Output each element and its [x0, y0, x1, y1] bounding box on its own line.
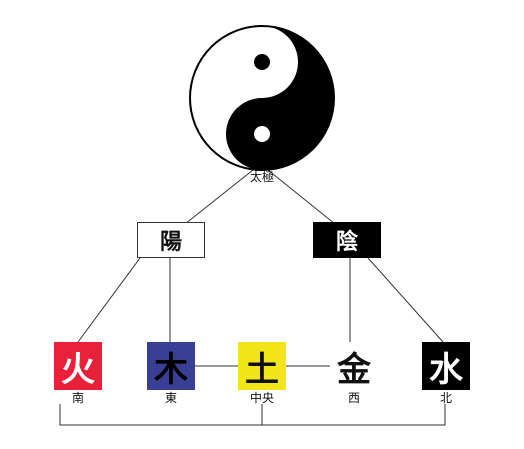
line-taiji-yang [184, 169, 254, 225]
yang-box: 陽 [137, 222, 205, 258]
element-fire: 火 [54, 342, 102, 390]
line-yang-fire [77, 257, 141, 343]
yin-yang-icon [189, 25, 335, 171]
direction-earth: 中央 [249, 391, 274, 405]
direction-metal: 西 [347, 391, 360, 405]
taiji-label: 太極 [249, 170, 274, 184]
direction-water: 北 [439, 391, 452, 405]
connector-lines [59, 169, 446, 426]
direction-wood: 東 [164, 391, 177, 405]
yang-dot [254, 126, 270, 142]
direction-fire: 南 [71, 391, 84, 405]
line-yin-water [367, 257, 444, 343]
yin-dot [254, 54, 270, 70]
element-water: 水 [422, 342, 470, 390]
yin-box: 陰 [313, 222, 381, 258]
line-taiji-yin [267, 169, 336, 225]
element-metal: 金 [330, 342, 378, 390]
bottom-bracket [59, 404, 446, 426]
element-earth: 土 [238, 342, 286, 390]
element-wood: 木 [147, 342, 195, 390]
